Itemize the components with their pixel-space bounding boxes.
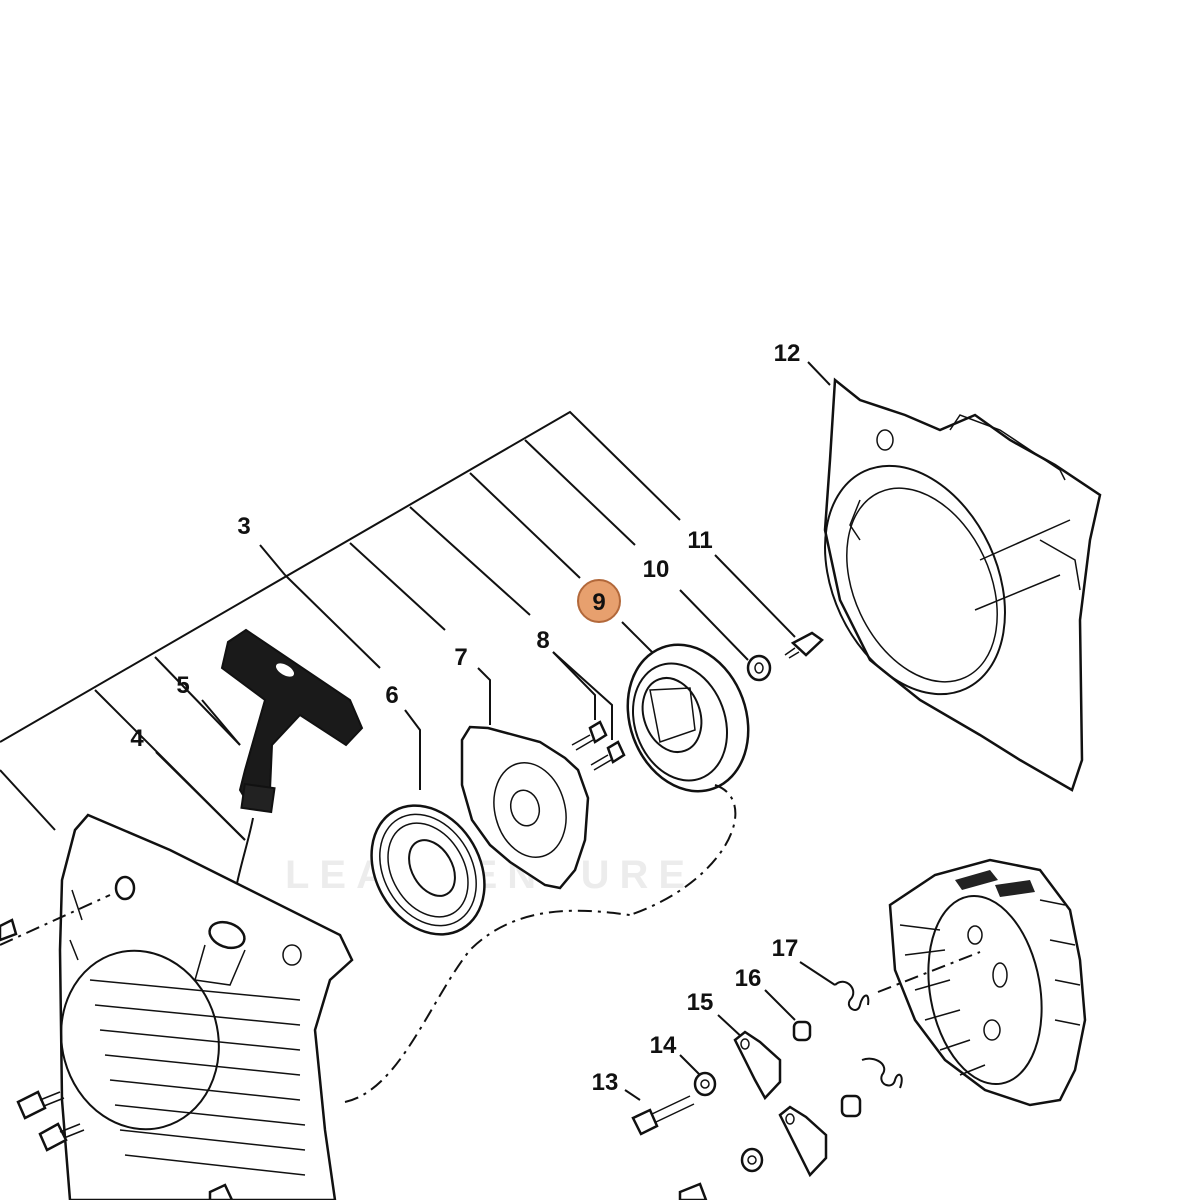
screws-left [0, 918, 234, 1200]
label-part-12: 12 [774, 340, 801, 367]
label-part-9[interactable]: 9 [592, 589, 605, 616]
label-part-10: 10 [643, 556, 670, 583]
pawls-part-15 [733, 1030, 828, 1178]
pawl-spring-part-17 [834, 980, 903, 1089]
screw-part-11 [784, 631, 824, 659]
label-part-4: 4 [130, 725, 144, 752]
screws-part-13 [631, 1095, 708, 1200]
label-part-13: 13 [592, 1069, 619, 1096]
rewind-spring-part-6 [370, 804, 486, 936]
starter-grip-part-5 [220, 628, 364, 916]
label-part-8: 8 [536, 627, 549, 654]
watermark-text: LEADVENTURE [285, 853, 695, 897]
label-part-7: 7 [454, 644, 467, 671]
label-part-3: 3 [237, 513, 250, 540]
highlighted-callout-part-9[interactable]: 9 [577, 579, 621, 623]
spring-housing-part-7 [460, 725, 590, 890]
starter-cover-part-4 [0, 813, 631, 1200]
label-part-5: 5 [176, 672, 189, 699]
pins-part-16 [792, 1020, 862, 1118]
label-part-14: 14 [650, 1032, 677, 1059]
washers-part-14 [693, 1071, 764, 1173]
washer-part-10 [746, 654, 772, 682]
part-labels: 3 4 5 6 7 8 10 11 12 13 14 15 16 17 [130, 340, 800, 1096]
label-part-17: 17 [772, 935, 799, 962]
flywheel [877, 858, 1087, 1107]
label-part-16: 16 [735, 965, 762, 992]
label-part-6: 6 [385, 682, 398, 709]
fan-housing-part-12 [823, 377, 1102, 792]
rope-rotor-part-9 [626, 643, 750, 916]
label-part-11: 11 [687, 527, 712, 554]
highlight-circle[interactable] [577, 579, 621, 623]
screws-part-8 [571, 720, 626, 771]
label-part-15: 15 [687, 989, 714, 1016]
